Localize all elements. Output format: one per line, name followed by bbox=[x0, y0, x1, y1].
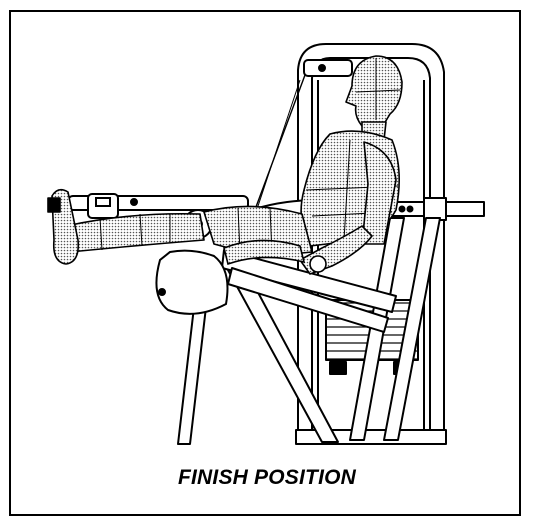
seat-cushion bbox=[223, 239, 306, 266]
mannequin-figure bbox=[47, 55, 403, 275]
machine-frame bbox=[177, 43, 485, 445]
figure-caption: FINISH POSITION bbox=[177, 466, 356, 489]
